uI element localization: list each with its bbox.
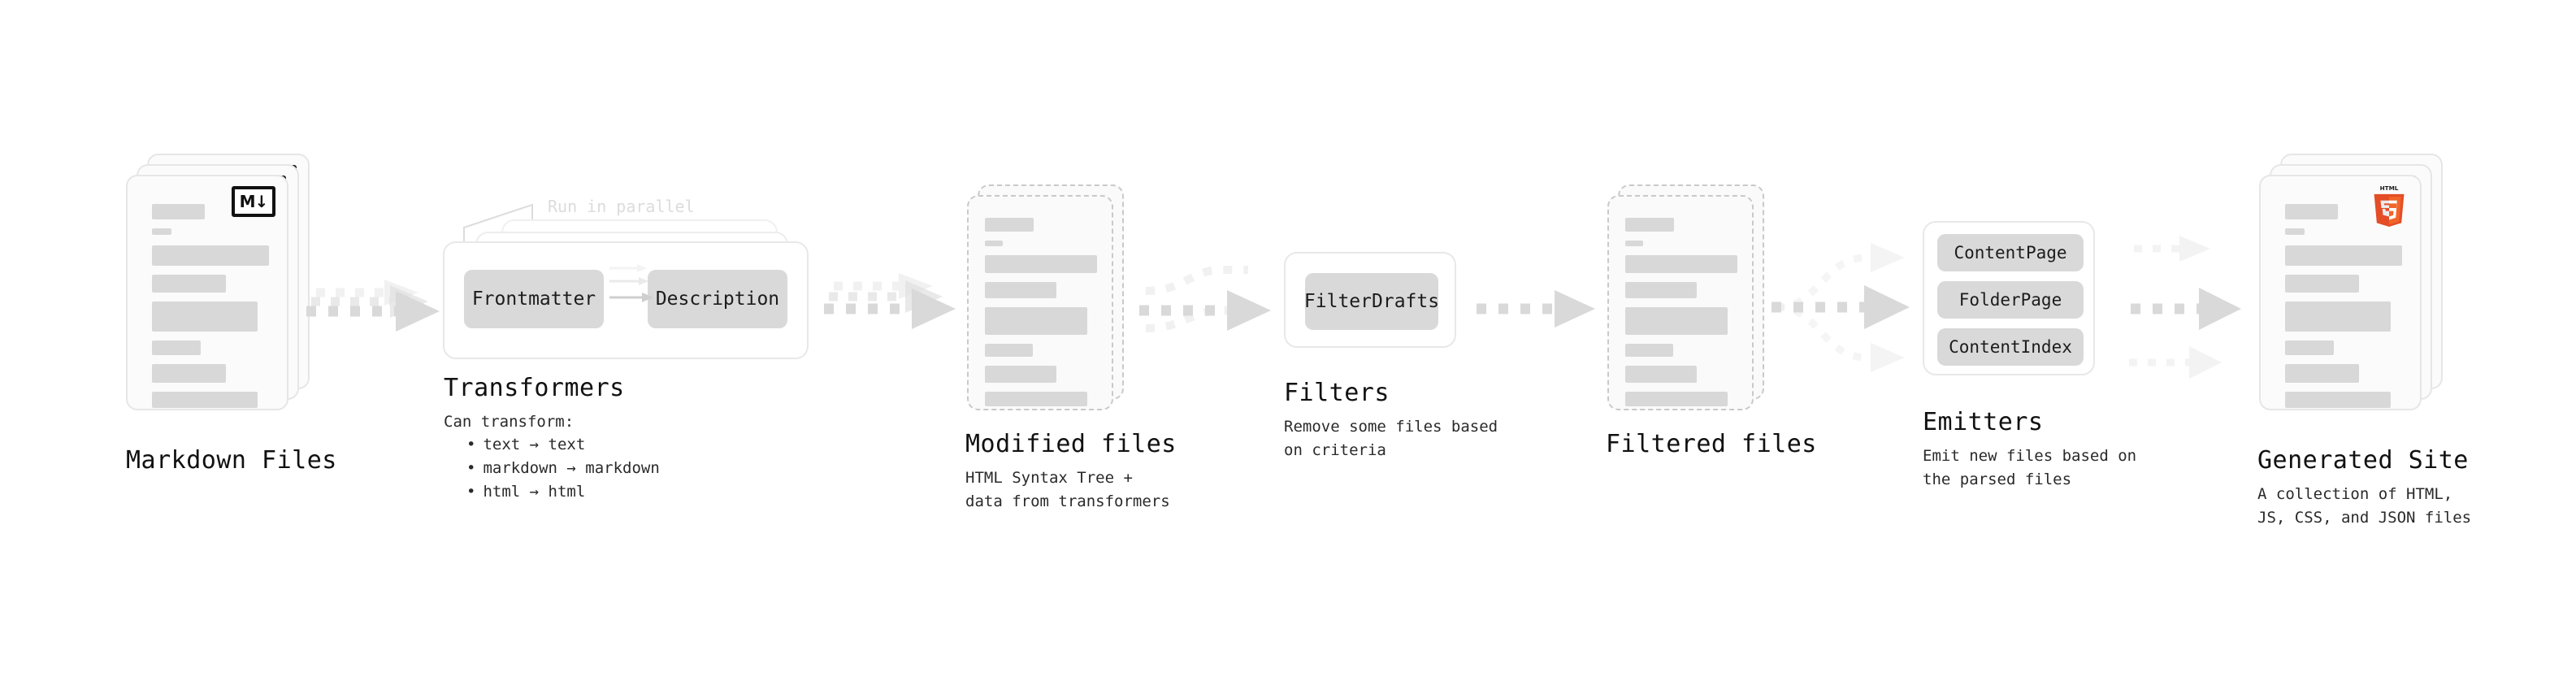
connector-emitters-to-generated (2129, 236, 2241, 379)
label-emitters: Emitters (1923, 408, 2044, 436)
label-markdown-files: Markdown Files (126, 446, 337, 475)
document-content-lines (985, 218, 1097, 415)
label-generated-site: Generated Site (2257, 446, 2469, 475)
pill-description[interactable]: Description (648, 270, 787, 328)
connector-transformers-to-modified (824, 273, 956, 329)
label-run-in-parallel: Run in parallel (548, 197, 695, 216)
document-card-front[interactable]: M↓ (126, 175, 288, 410)
stage-emitters[interactable]: ContentPage FolderPage ContentIndex (1923, 221, 2110, 380)
stage-transformers[interactable]: Run in parallel Frontmatter Description (443, 195, 833, 359)
pill-folderpage[interactable]: FolderPage (1937, 281, 2084, 319)
stage-filtered-files[interactable] (1607, 184, 1794, 414)
filters-group-box[interactable]: FilterDrafts (1284, 252, 1456, 348)
pill-filterdrafts[interactable]: FilterDrafts (1304, 273, 1439, 330)
pill-contentpage[interactable]: ContentPage (1937, 234, 2084, 271)
connector-filters-to-filtered (1477, 290, 1595, 327)
list-item-markdown: markdown → markdown (455, 457, 659, 480)
subtitle-filters: Remove some files based on criteria (1284, 418, 1498, 459)
subtitle-transformers: Can transform: (444, 413, 575, 431)
stage-modified-files[interactable] (967, 184, 1154, 414)
connector-filtered-to-emitters (1772, 243, 1910, 372)
document-card-front[interactable] (1607, 195, 1754, 410)
document-content-lines (2285, 204, 2402, 417)
document-content-lines (152, 204, 269, 417)
pill-contentindex[interactable]: ContentIndex (1937, 328, 2084, 366)
connector-markdown-to-transformers (306, 280, 440, 332)
html5-badge-icon: HTML (2374, 184, 2405, 228)
label-transformers: Transformers (444, 374, 625, 402)
svg-text:HTML: HTML (2380, 184, 2399, 192)
stage-generated-site[interactable]: CSS HTML (2259, 154, 2462, 410)
transformers-capability-list: text → text markdown → markdown html → h… (455, 433, 660, 504)
subtitle-emitters: Emit new files based on the parsed files (1923, 447, 2137, 488)
transformer-group-front[interactable]: Frontmatter Description (443, 241, 809, 359)
document-content-lines (1625, 218, 1737, 415)
markdown-badge-icon: M↓ (232, 186, 275, 217)
connector-modified-to-filters (1139, 266, 1271, 332)
document-card-front[interactable]: HTML (2259, 175, 2422, 410)
pill-frontmatter[interactable]: Frontmatter (464, 270, 604, 328)
list-item-text: text → text (455, 433, 660, 457)
subtitle-generated-site: A collection of HTML, JS, CSS, and JSON … (2257, 485, 2472, 527)
label-filtered-files: Filtered files (1606, 430, 1817, 458)
list-item-html: html → html (455, 480, 660, 504)
document-card-front[interactable] (967, 195, 1113, 410)
stage-filters[interactable]: FilterDrafts (1284, 252, 1463, 349)
connector-frontmatter-to-description (609, 264, 653, 302)
label-filters: Filters (1284, 379, 1390, 407)
emitters-group-box[interactable]: ContentPage FolderPage ContentIndex (1923, 221, 2095, 375)
label-modified-files: Modified files (965, 430, 1177, 458)
stage-markdown-files[interactable]: M↓ M↓ M↓ (126, 154, 313, 410)
subtitle-modified-files: HTML Syntax Tree + data from transformer… (965, 469, 1170, 510)
